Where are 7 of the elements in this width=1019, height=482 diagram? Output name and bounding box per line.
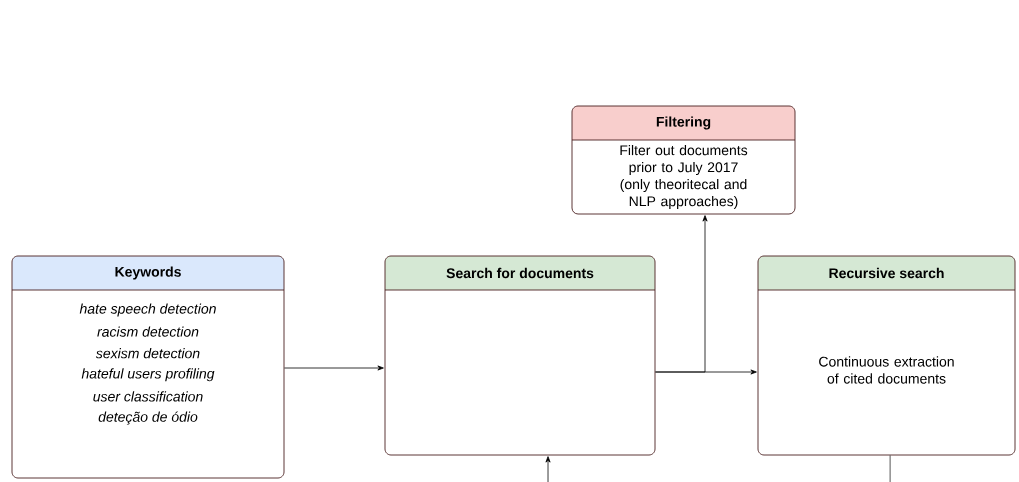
process-box: Recursive search Continuous extraction of cited documents <box>757 255 1016 456</box>
arrow <box>655 369 757 375</box>
process-box: Search for documents <box>384 255 656 456</box>
process-box: Filtering Filter out documents prior to July 2017 (only theoritecal and NLP approaches) <box>571 105 796 215</box>
arrow <box>284 365 384 371</box>
process-box: Keywords hate speech detection racism detection sexism detection hateful users profiling user classification deteção de ódio <box>11 255 285 479</box>
arrow <box>545 456 551 482</box>
